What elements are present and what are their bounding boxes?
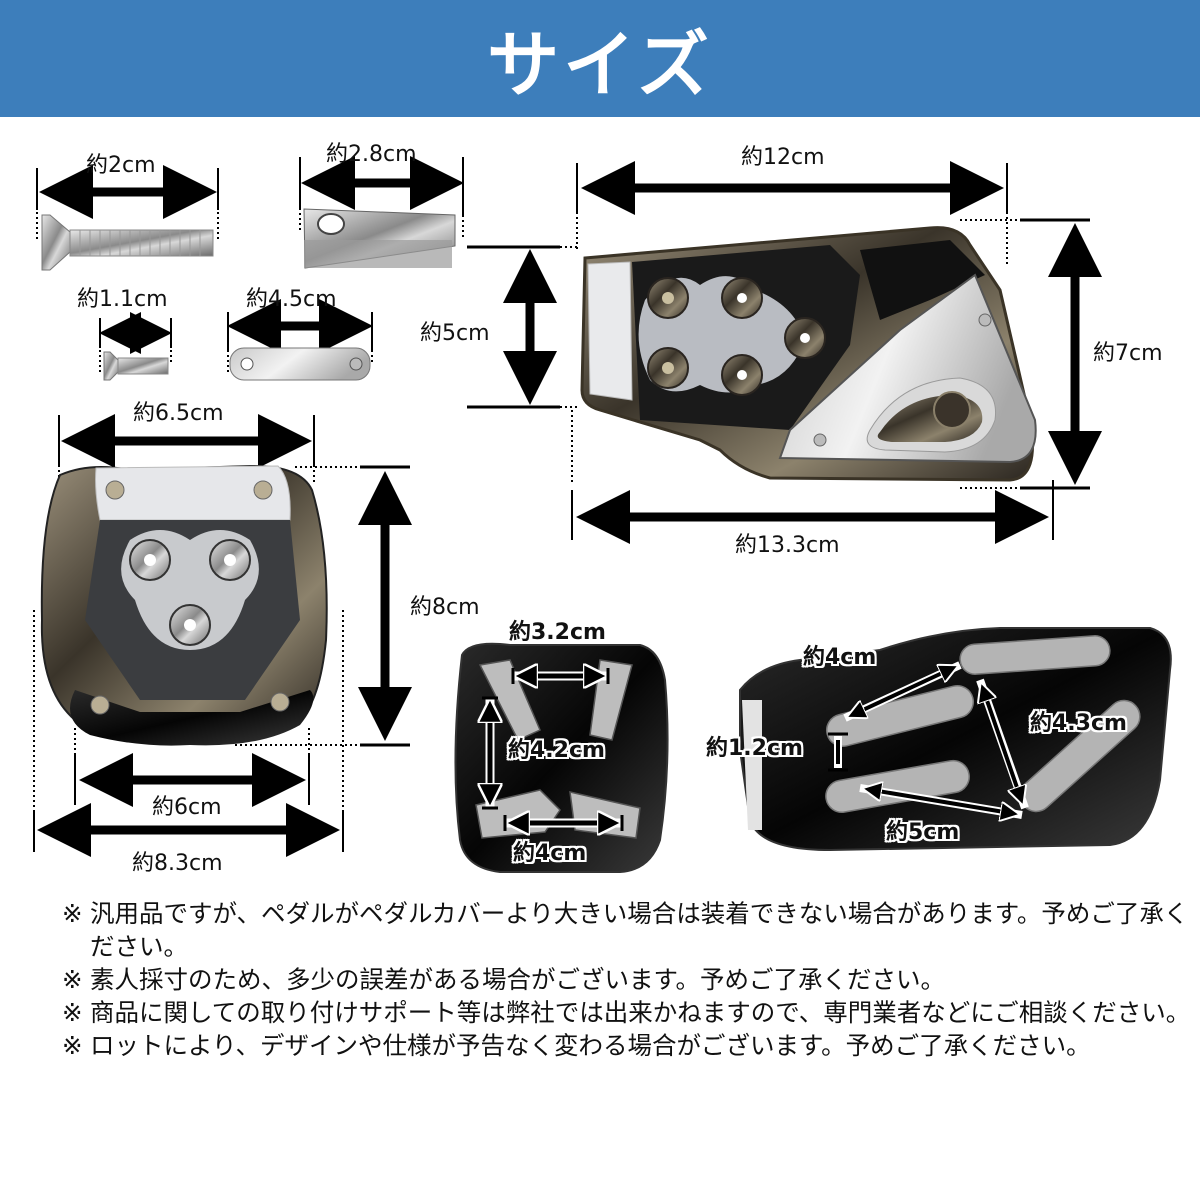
note-mark: ※ bbox=[62, 899, 83, 928]
brake-pedal bbox=[33, 414, 412, 857]
brake-pedal-back bbox=[454, 642, 669, 873]
accel-back-bar-gap-label: 約1.2cm bbox=[706, 736, 803, 761]
accel-bottom-width-label: 約13.3cm bbox=[735, 533, 840, 558]
bracket-length-label: 約2.8cm bbox=[326, 142, 417, 167]
plate bbox=[227, 299, 373, 381]
note-text: 汎用品ですが、ペダルがペダルカバーより大きい場合は装着できない場合があります。予… bbox=[90, 899, 1189, 962]
accel-back-lower-span-label: 約5cm bbox=[886, 820, 960, 845]
note-text: 商品に関しての取り付けサポート等は弊社では出来かねますので、専門業者などにご相談… bbox=[90, 998, 1191, 1028]
note-mark: ※ bbox=[62, 1031, 83, 1061]
accelerator-pedal bbox=[467, 161, 1102, 544]
brake-bottom-width-label: 約8.3cm bbox=[132, 851, 223, 876]
note-item: ※ ロットにより、デザインや仕様が予告なく変わる場合がございます。予めご了承くだ… bbox=[62, 1029, 1192, 1062]
brake-height-label: 約8cm bbox=[410, 595, 480, 620]
note-text: 素人採寸のため、多少の誤差がある場合がございます。予めご了承ください。 bbox=[90, 965, 946, 995]
brake-back-vertical-gap-label: 約4.2cm bbox=[508, 738, 605, 763]
brake-top-width-label: 約6.5cm bbox=[133, 401, 224, 426]
short-screw bbox=[99, 312, 172, 381]
page-title: サイズ bbox=[487, 23, 713, 107]
note-item: ※ 素人採寸のため、多少の誤差がある場合がございます。予めご了承ください。 bbox=[62, 963, 1192, 996]
accelerator-pedal-back bbox=[739, 627, 1172, 852]
accel-back-right-span-label: 約4.3cm bbox=[1030, 711, 1127, 736]
short-screw-length-label: 約1.1cm bbox=[77, 287, 168, 312]
brake-inner-bottom-width-label: 約6cm bbox=[152, 795, 222, 820]
brake-back-top-gap-label: 約3.2cm bbox=[509, 620, 606, 645]
header-banner: サイズ bbox=[0, 0, 1200, 117]
accel-left-height-label: 約5cm bbox=[420, 321, 490, 346]
note-text: ロットにより、デザインや仕様が予告なく変わる場合がございます。予めご了承ください… bbox=[90, 1031, 1091, 1061]
notes-list: ※ 汎用品ですが、ペダルがペダルカバーより大きい場合は装着できない場合があります… bbox=[62, 897, 1192, 1062]
bracket bbox=[299, 156, 464, 269]
accel-right-height-label: 約7cm bbox=[1093, 341, 1163, 366]
long-screw-length-label: 約2cm bbox=[86, 153, 156, 178]
note-item: ※ 汎用品ですが、ペダルがペダルカバーより大きい場合は装着できない場合があります… bbox=[62, 897, 1192, 963]
plate-length-label: 約4.5cm bbox=[246, 287, 337, 312]
long-screw bbox=[36, 165, 219, 271]
note-mark: ※ bbox=[62, 998, 83, 1028]
accel-back-upper-span-label: 約4cm bbox=[803, 645, 877, 670]
accel-top-width-label: 約12cm bbox=[741, 145, 825, 170]
note-mark: ※ bbox=[62, 965, 83, 995]
brake-back-bottom-gap-label: 約4cm bbox=[513, 841, 587, 866]
note-item: ※ 商品に関しての取り付けサポート等は弊社では出来かねますので、専門業者などにご… bbox=[62, 996, 1192, 1029]
